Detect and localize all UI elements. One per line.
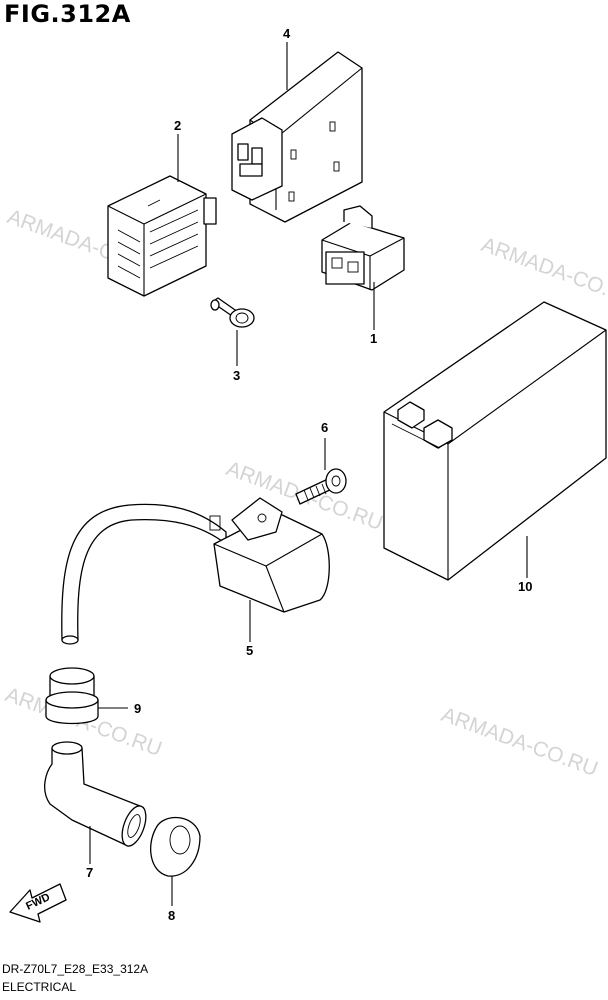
- part-3-bolt: [210, 297, 255, 328]
- section-label: ELECTRICAL: [2, 980, 77, 994]
- model-code: DR-Z70L7_E28_E33_312A: [2, 962, 149, 976]
- callout-3: 3: [233, 368, 240, 383]
- watermark-2: ARMADA-CO.RU: [478, 233, 608, 311]
- part-4-cdi-unit: [231, 51, 363, 223]
- part-7-plug-cap: [44, 741, 147, 847]
- part-2-regulator: [107, 175, 217, 297]
- callout-6: 6: [321, 420, 328, 435]
- watermark-5: ARMADA-CO.RU: [438, 703, 600, 781]
- part-6-bolt: [295, 468, 347, 505]
- part-5-ignition-coil: [61, 497, 330, 645]
- callout-10: 10: [518, 579, 532, 594]
- callout-5: 5: [246, 643, 253, 658]
- callout-2: 2: [174, 118, 181, 133]
- part-10-battery: [383, 301, 607, 581]
- figure-title: FIG.312A: [4, 0, 131, 28]
- part-9-grommet: [45, 667, 99, 725]
- callout-8: 8: [168, 908, 175, 923]
- leader-lines: [89, 42, 528, 906]
- callout-4: 4: [283, 26, 291, 41]
- part-1-connector: [321, 205, 405, 291]
- callout-9: 9: [134, 701, 141, 716]
- fwd-arrow-icon: FWD: [9, 883, 67, 923]
- callout-7: 7: [86, 865, 93, 880]
- part-8-seal: [150, 816, 201, 877]
- callout-1: 1: [370, 331, 377, 346]
